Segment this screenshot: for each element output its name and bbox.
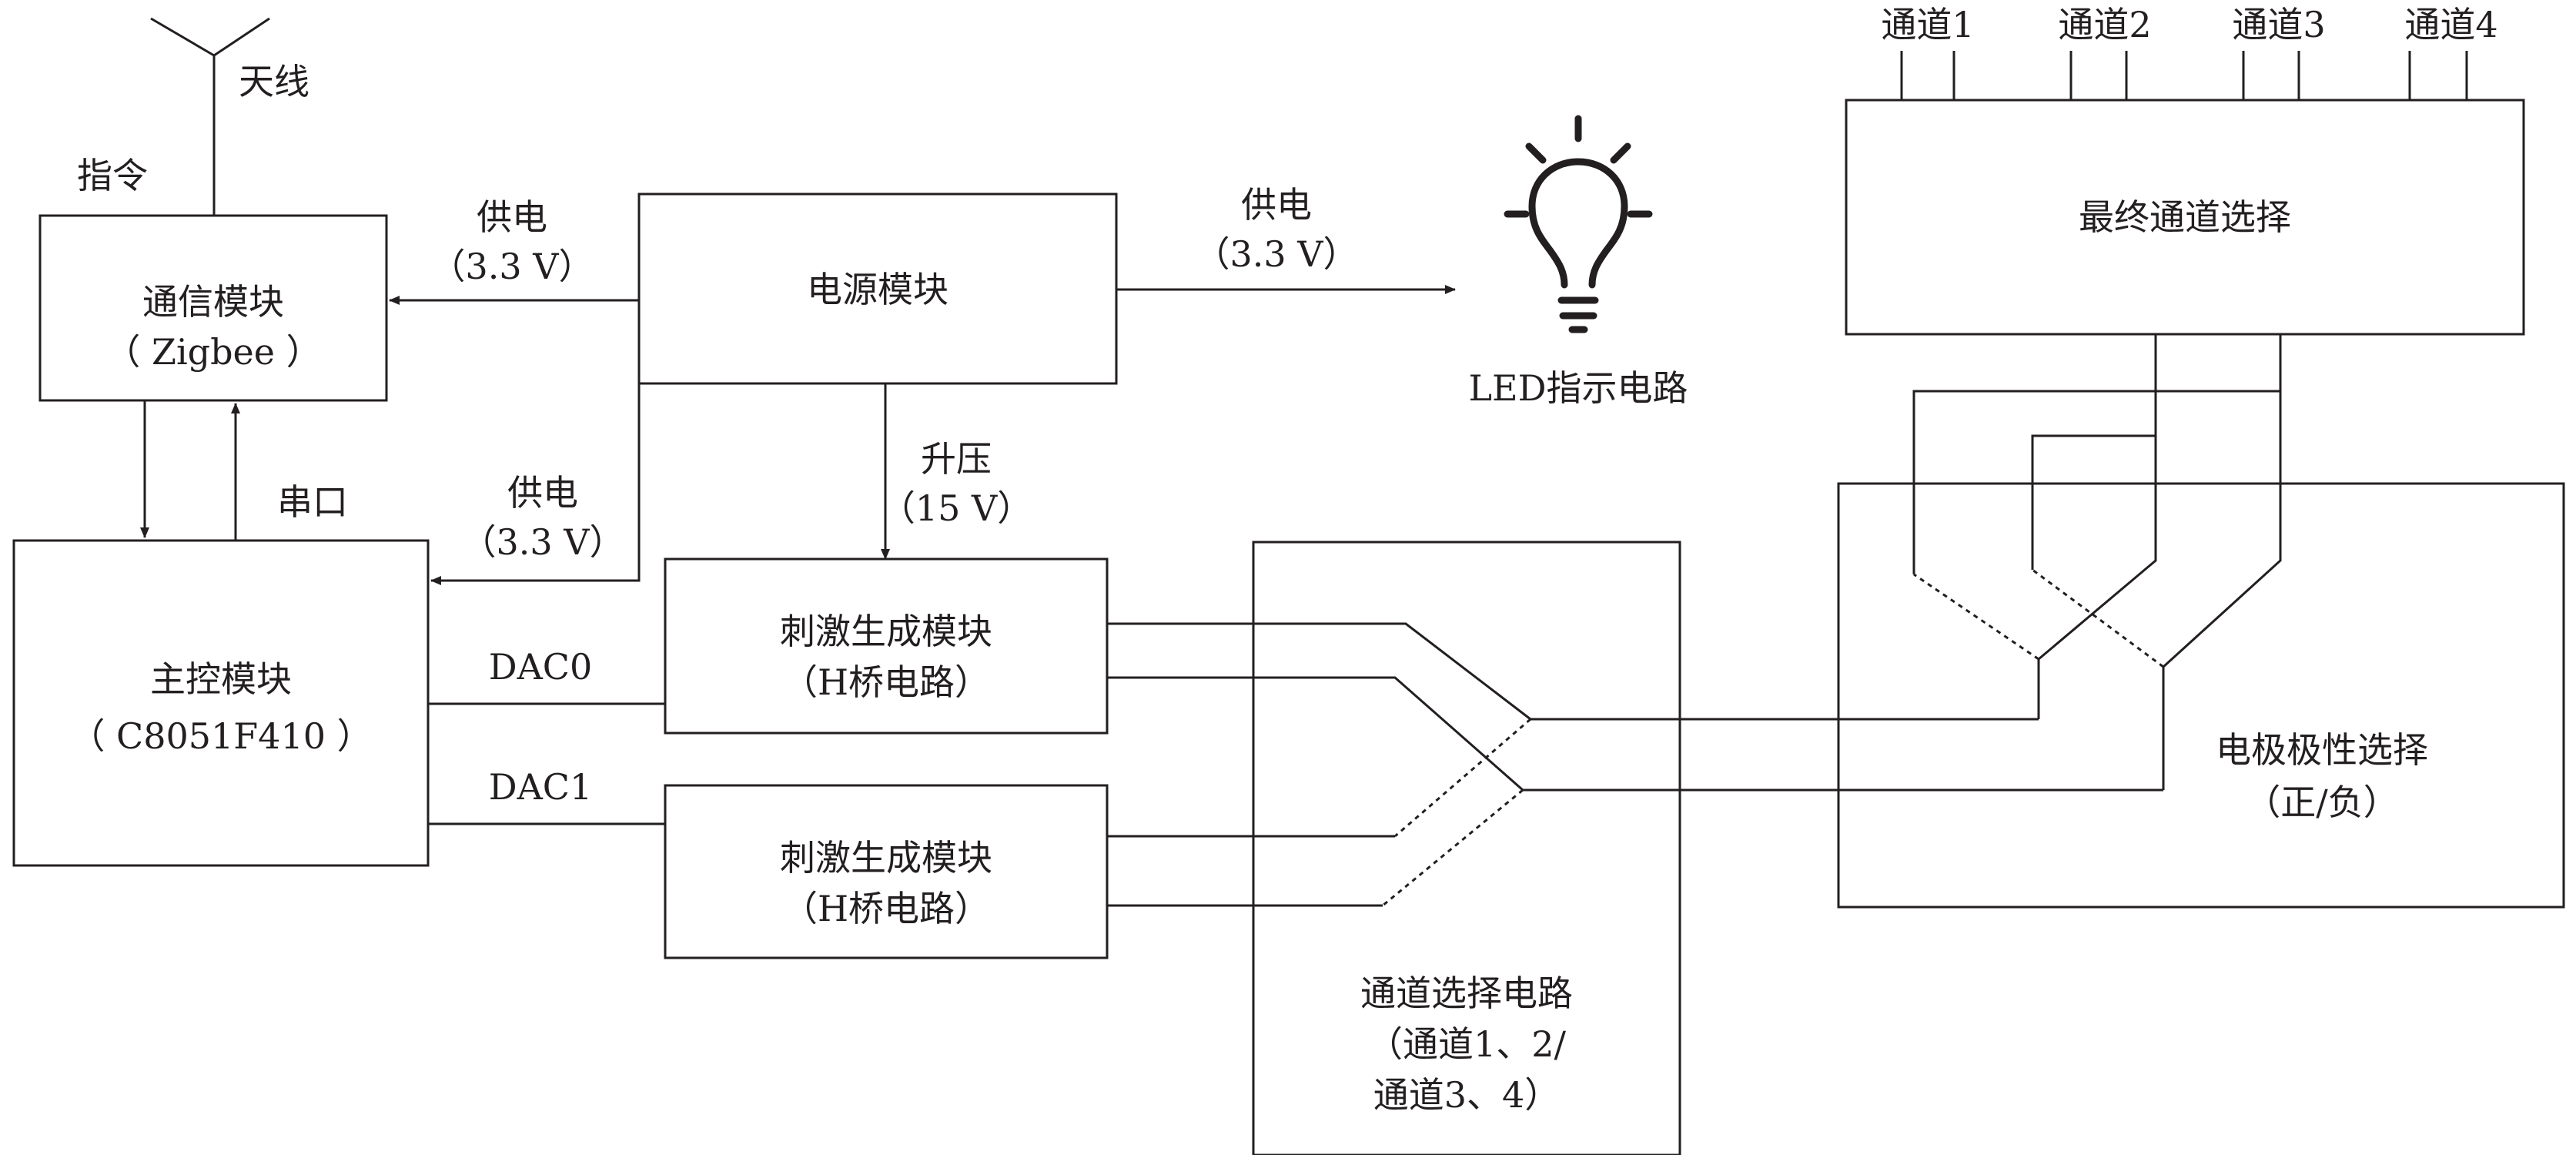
channel-1-label: 通道1	[1881, 4, 1974, 45]
stim-module-1-subtitle: （H桥电路）	[782, 661, 990, 703]
stim-module-2-title: 刺激生成模块	[780, 837, 992, 879]
channel-4-label: 通道4	[2404, 4, 2497, 45]
comm-module-box	[38, 214, 388, 402]
power-to-main-value: （3.3 V）	[461, 521, 625, 563]
stim-module-1-title: 刺激生成模块	[780, 611, 992, 652]
stim-module-1-box	[664, 557, 1109, 735]
main-module-subtitle: （ C8051F410 ）	[69, 715, 372, 757]
polarity-box	[1837, 482, 2565, 909]
final-channel-title: 最终通道选择	[2079, 196, 2291, 238]
led-label: LED指示电路	[1468, 367, 1688, 409]
boost-label: 升压	[921, 438, 992, 480]
command-label: 指令	[77, 155, 148, 196]
light-bulb-icon	[1504, 115, 1653, 333]
power-to-led-label: 供电	[1241, 184, 1312, 226]
power-to-main-label: 供电	[507, 472, 578, 514]
serial-label: 串口	[277, 481, 348, 523]
main-module-box	[12, 539, 430, 867]
stim-module-2-box	[664, 784, 1109, 959]
channel-select-box	[1252, 541, 1681, 1155]
channel-3-label: 通道3	[2232, 4, 2325, 45]
channel-select-line2: （通道1、2/	[1367, 1023, 1567, 1065]
channel-select-line3: 通道3、4）	[1373, 1074, 1561, 1116]
channel-switch-wires	[1107, 622, 2163, 907]
main-module-title: 主控模块	[150, 658, 292, 700]
power-to-main-arrow	[430, 383, 641, 585]
polarity-title: 电极极性选择	[2216, 729, 2428, 771]
power-to-comm-label: 供电	[477, 196, 547, 238]
polarity-switch-wires	[1912, 334, 2282, 790]
power-to-comm-value: （3.3 V）	[430, 246, 594, 287]
boost-value: （15 V）	[880, 487, 1032, 529]
antenna-label: 天线	[239, 61, 309, 102]
comm-module-title: 通信模块	[142, 281, 284, 323]
stim-module-2-subtitle: （H桥电路）	[782, 888, 990, 929]
channel-select-title: 通道选择电路	[1360, 973, 1573, 1014]
dac0-label: DAC0	[489, 646, 593, 688]
power-module-title: 电源模块	[807, 269, 948, 310]
comm-module-subtitle: （ Zigbee ）	[105, 331, 321, 373]
channel-2-label: 通道2	[2058, 4, 2151, 45]
polarity-subtitle: （正/负）	[2245, 782, 2399, 823]
power-to-led-value: （3.3 V）	[1195, 233, 1359, 275]
dac1-label: DAC1	[489, 766, 593, 808]
channel-terminals	[1900, 51, 2468, 100]
final-channel-box	[1845, 99, 2525, 336]
antenna-icon	[150, 17, 270, 216]
